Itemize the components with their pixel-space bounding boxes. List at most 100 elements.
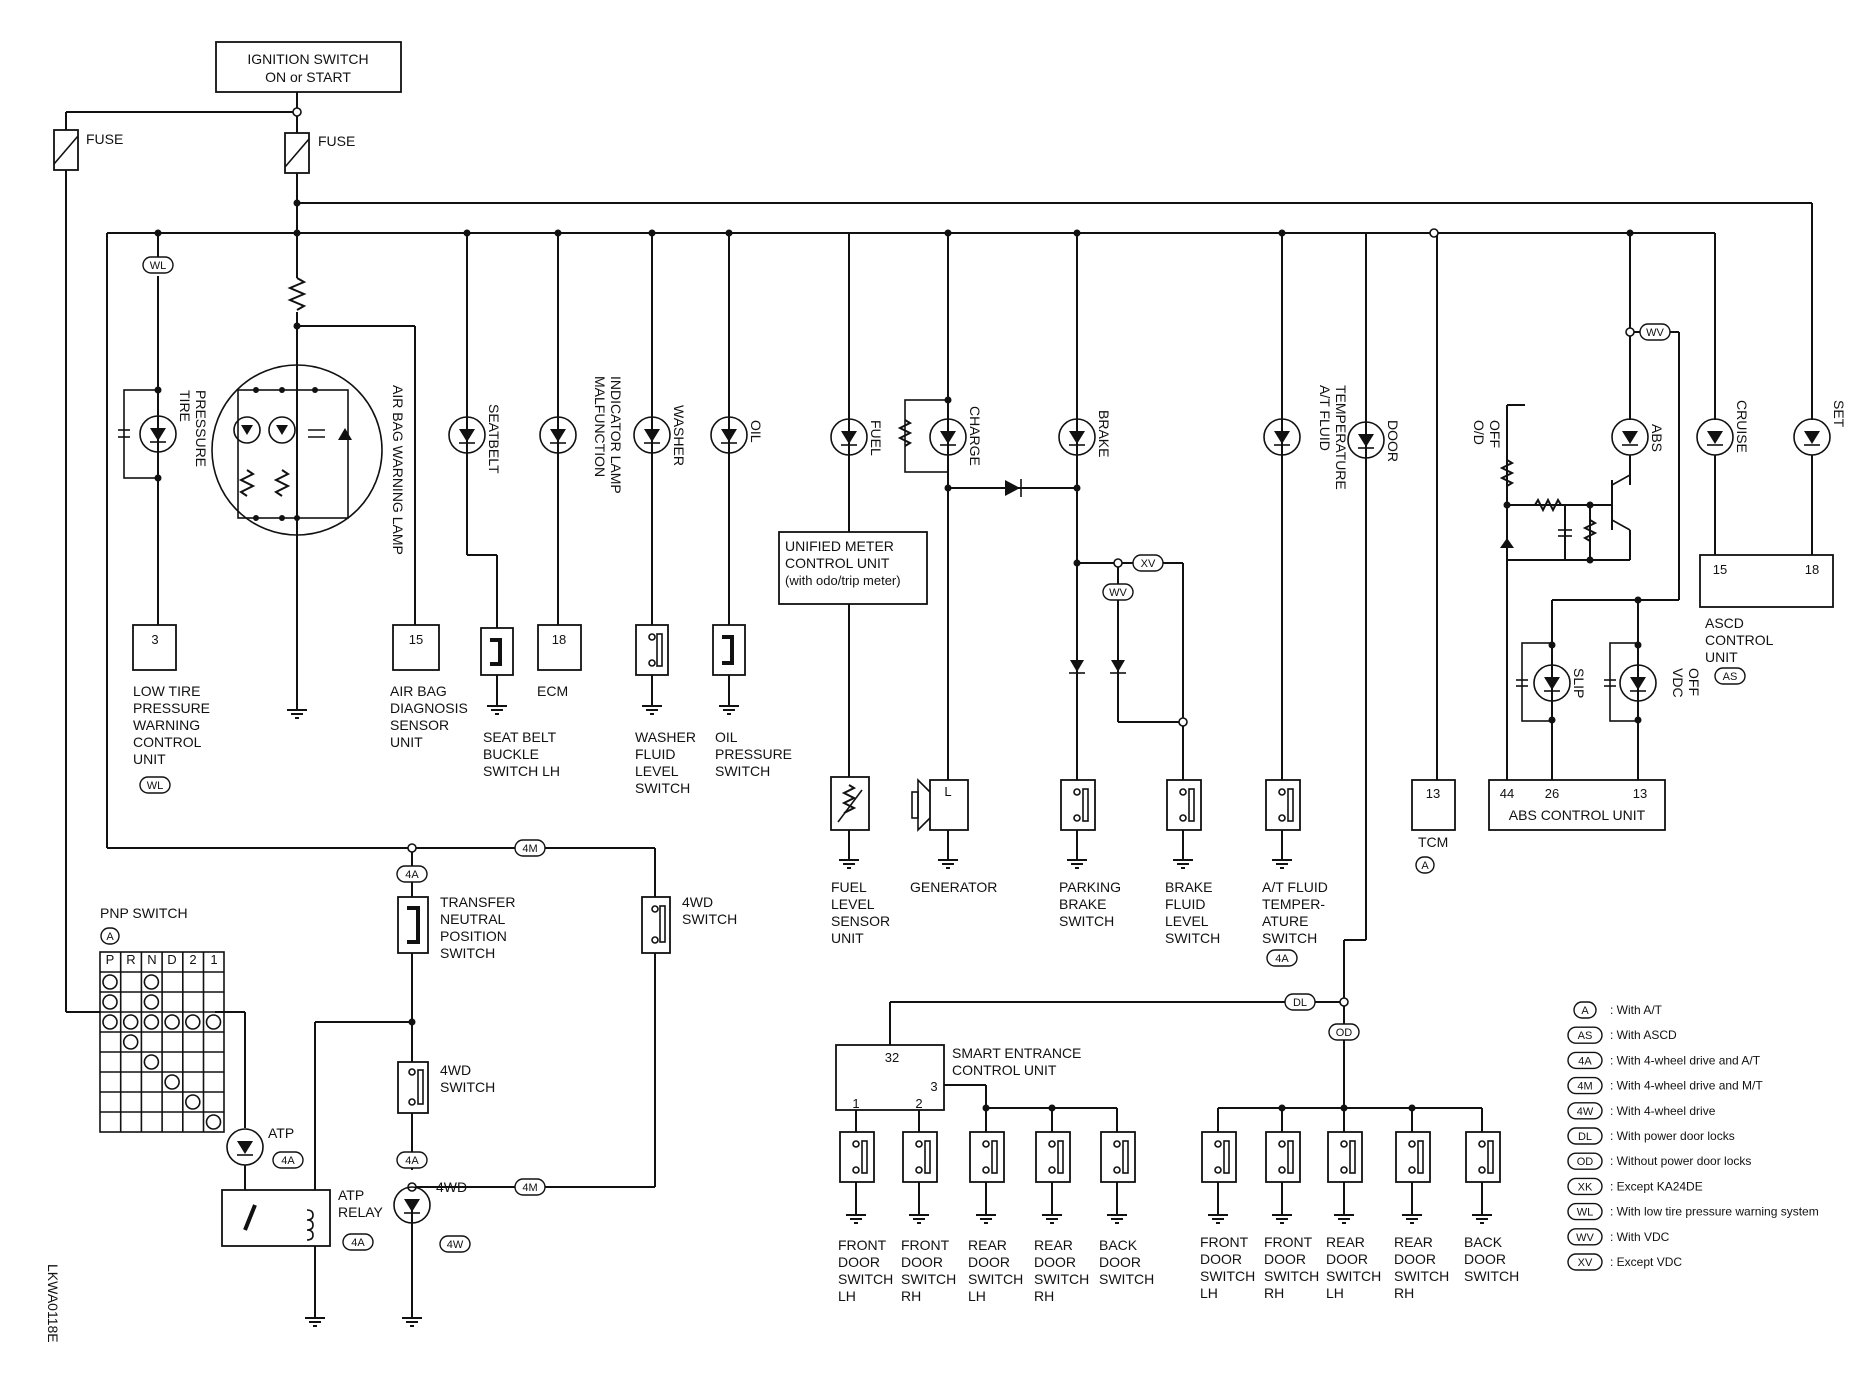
ground-icon — [1173, 859, 1193, 869]
svg-text:TCM: TCM — [1418, 834, 1448, 850]
legend-item: XV: Except VDC — [1567, 1253, 1682, 1271]
svg-text:LKWA0118E: LKWA0118E — [45, 1264, 61, 1343]
door-switch-label: SWITCH — [1394, 1268, 1449, 1284]
svg-text:LEVEL: LEVEL — [1165, 913, 1209, 929]
svg-text:XK: XK — [1578, 1181, 1593, 1193]
legend-item: AS : With ASCD — [1567, 1026, 1677, 1044]
ground-icon — [1472, 1214, 1492, 1224]
svg-text:: With ASCD: : With ASCD — [1610, 1028, 1677, 1042]
component-abs-control-unit: 44 26 13 ABS CONTROL UNIT — [1488, 779, 1666, 831]
svg-text:AS: AS — [1578, 1030, 1593, 1042]
component-parking-brake-switch: PARKING BRAKE SWITCH — [1059, 779, 1121, 929]
svg-text:BUCKLE: BUCKLE — [483, 746, 539, 762]
legend-item: OD: Without power door locks — [1567, 1152, 1751, 1170]
lamp-labels: TIRE PRESSURE AIR BAG WARNING LAMP SEATB… — [177, 376, 1847, 1195]
pnp-contact — [122, 1034, 139, 1050]
door-switch-label: FRONT — [1200, 1234, 1249, 1250]
label-vdc-1: VDC — [1670, 668, 1686, 698]
svg-text:ATURE: ATURE — [1262, 913, 1308, 929]
svg-text:4W: 4W — [447, 1239, 464, 1251]
svg-text:WV: WV — [1576, 1232, 1594, 1244]
pnp-contact — [185, 1094, 201, 1110]
svg-text:44: 44 — [1500, 786, 1514, 801]
door-switch-label: DOOR — [1464, 1251, 1506, 1267]
svg-text:ECM: ECM — [537, 683, 568, 699]
tag-4a: 4A — [272, 1151, 304, 1169]
ground-icon — [287, 709, 307, 719]
tag-od: OD — [1328, 1023, 1360, 1041]
component-at-fluid-switch: A/T FLUID TEMPER- ATURE SWITCH — [1262, 779, 1328, 946]
svg-text:FUEL: FUEL — [831, 879, 867, 895]
ground-icon — [1067, 859, 1087, 869]
svg-text:RELAY: RELAY — [338, 1204, 384, 1220]
svg-text:GENERATOR: GENERATOR — [910, 879, 997, 895]
pnp-contact — [164, 1074, 180, 1090]
svg-text:SWITCH: SWITCH — [440, 945, 495, 961]
door-switch-label: FRONT — [901, 1237, 950, 1253]
svg-text:UNIFIED METER: UNIFIED METER — [785, 538, 894, 554]
tag-4w: 4W — [439, 1235, 471, 1253]
label-slip: SLIP — [1571, 668, 1587, 698]
door-switch-label: DOOR — [1099, 1254, 1141, 1270]
component-fuel-sensor: FUEL LEVEL SENSOR UNIT — [830, 776, 890, 946]
svg-text:SWITCH: SWITCH — [440, 1079, 495, 1095]
pnp-contact — [205, 1114, 222, 1130]
label-seatbelt: SEATBELT — [486, 404, 502, 474]
door-switch-label: SWITCH — [1326, 1268, 1381, 1284]
svg-text:1: 1 — [210, 952, 217, 967]
svg-text:A: A — [106, 931, 114, 943]
svg-text:CONTROL UNIT: CONTROL UNIT — [785, 555, 890, 571]
tag-wl: WL — [139, 776, 171, 794]
svg-text:4M: 4M — [522, 843, 537, 855]
svg-text:FLUID: FLUID — [635, 746, 675, 762]
svg-text:CONTROL: CONTROL — [1705, 632, 1774, 648]
label-tire-pressure-2: PRESSURE — [193, 390, 209, 467]
svg-text:DIAGNOSIS: DIAGNOSIS — [390, 700, 468, 716]
door-switch-label: SWITCH — [838, 1271, 893, 1287]
svg-text:3: 3 — [930, 1079, 937, 1094]
svg-text:ASCD: ASCD — [1705, 615, 1744, 631]
tag-4m: 4M — [514, 1178, 546, 1196]
svg-text:OD: OD — [1336, 1027, 1353, 1039]
ground-icon — [909, 1214, 929, 1224]
svg-text:WV: WV — [1646, 327, 1664, 339]
door-switch-label: SWITCH — [1200, 1268, 1255, 1284]
svg-text:XV: XV — [1141, 558, 1156, 570]
ground-icon — [305, 1317, 325, 1327]
tag-4a: 4A — [396, 1151, 428, 1169]
svg-text:26: 26 — [1545, 786, 1559, 801]
tag-wv: WV — [1102, 583, 1134, 601]
svg-text:SEAT BELT: SEAT BELT — [483, 729, 557, 745]
svg-text:WASHER: WASHER — [635, 729, 696, 745]
svg-text:XV: XV — [1578, 1257, 1593, 1269]
ground-icon — [1272, 859, 1292, 869]
svg-text:4W: 4W — [1577, 1106, 1594, 1118]
ground-icon — [1107, 1214, 1127, 1224]
label-abs: ABS — [1649, 424, 1665, 452]
svg-text:SENSOR: SENSOR — [831, 913, 890, 929]
ignition-switch: IGNITION SWITCH ON or START — [215, 41, 402, 93]
svg-text:DL: DL — [1578, 1131, 1592, 1143]
svg-text:15: 15 — [409, 632, 423, 647]
svg-text:4WD: 4WD — [440, 1062, 471, 1078]
component-washer-switch: WASHER FLUID LEVEL SWITCH — [635, 624, 696, 796]
svg-text:4A: 4A — [1578, 1055, 1592, 1067]
svg-text:: Without power door locks: : Without power door locks — [1610, 1154, 1751, 1168]
svg-text:CONTROL UNIT: CONTROL UNIT — [952, 1062, 1057, 1078]
svg-text:WL: WL — [1577, 1207, 1594, 1219]
svg-text:OIL: OIL — [715, 729, 738, 745]
ground-icon — [719, 705, 739, 715]
label-door: DOOR — [1385, 420, 1401, 462]
tag-wl: WL — [142, 256, 174, 274]
svg-text:DL: DL — [1293, 997, 1307, 1009]
ground-icon — [1334, 1214, 1354, 1224]
pnp-contact — [143, 974, 160, 990]
label-4wd-lamp: 4WD — [436, 1179, 467, 1195]
